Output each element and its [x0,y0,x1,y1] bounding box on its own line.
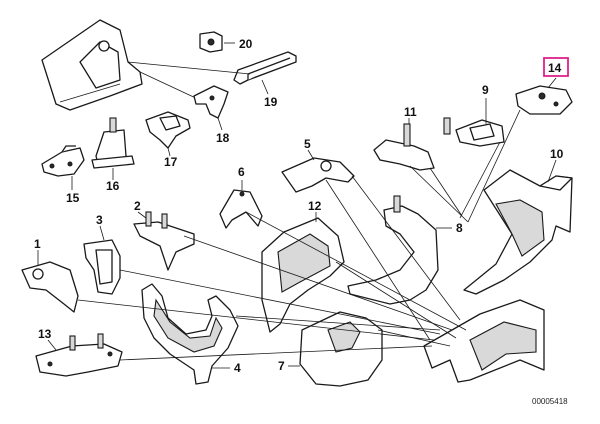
label-17: 17 [164,155,178,169]
label-20: 20 [239,37,253,51]
part-5[interactable] [281,157,355,193]
leader-panel-19 [127,61,251,75]
label-5: 5 [304,137,311,151]
label-19: 19 [264,95,278,109]
document-id: 00005418 [532,397,568,406]
leader-panel-18 [139,71,201,101]
label-6: 6 [238,165,245,179]
label-10: 10 [550,147,564,161]
part-14[interactable] [515,85,573,115]
leader-2 [137,211,147,219]
label-11: 11 [404,105,417,119]
part-12[interactable] [261,217,345,333]
part-15[interactable] [41,145,85,177]
part-20[interactable] [199,31,223,53]
label-7: 7 [278,359,285,373]
leader-3 [99,225,105,241]
leader-10 [547,159,557,183]
part-18[interactable] [193,85,229,119]
assembly-lower-right[interactable] [423,299,545,383]
leader-19 [261,79,269,95]
part-9[interactable] [443,117,505,147]
label-4: 4 [234,361,241,375]
label-18: 18 [216,131,230,145]
part-10[interactable] [463,169,573,295]
panel-upper-left[interactable] [41,19,143,111]
part-1[interactable] [21,261,79,313]
label-13: 13 [38,327,52,341]
assembly-lines [77,109,521,361]
label-1: 1 [34,237,41,251]
highlight-box-14 [543,57,569,77]
part-4[interactable] [141,283,239,385]
label-15: 15 [66,191,80,205]
part-3[interactable] [83,239,121,295]
part-13[interactable] [35,333,123,377]
part-11[interactable] [373,123,435,171]
part-2[interactable] [133,211,195,271]
label-8: 8 [456,221,463,235]
label-12: 12 [308,199,322,213]
leader-14 [547,77,557,89]
part-16[interactable] [91,117,135,169]
label-2: 2 [134,199,141,213]
leader-17 [167,147,171,157]
label-16: 16 [106,179,120,193]
label-3: 3 [96,213,103,227]
part-6[interactable] [219,189,263,229]
label-14: 14 [548,61,562,75]
part-17[interactable] [145,111,191,149]
leader-5 [307,149,315,161]
label-9: 9 [482,83,489,97]
leader-18 [217,117,223,131]
part-19[interactable] [233,51,297,85]
leader-13 [47,339,57,351]
part-8[interactable] [347,195,439,305]
